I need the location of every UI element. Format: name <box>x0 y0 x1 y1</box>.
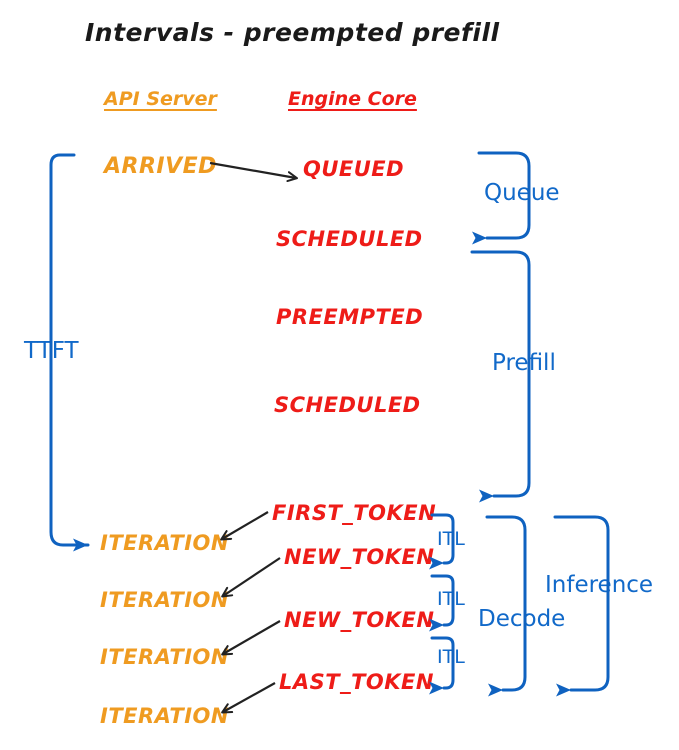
interval-label-itl-1: ITL <box>437 528 465 550</box>
interval-label-queue: Queue <box>484 180 560 206</box>
event-iteration-2: ITERATION <box>100 588 229 612</box>
arrow-new-token-1-to-iteration <box>221 557 281 598</box>
event-first-token: FIRST_TOKEN <box>272 501 437 525</box>
event-new-token-1: NEW_TOKEN <box>284 545 435 569</box>
event-iteration-4: ITERATION <box>100 704 229 728</box>
bracket-inference <box>553 515 610 697</box>
column-header-engine-core: Engine Core <box>288 88 417 110</box>
event-last-token: LAST_TOKEN <box>279 670 434 694</box>
event-arrived: ARRIVED <box>104 154 217 179</box>
event-iteration-1: ITERATION <box>100 531 229 555</box>
arrow-arrived-to-queued <box>209 161 298 183</box>
bracket-decode <box>485 515 527 697</box>
arrow-new-token-2-to-iteration <box>221 620 281 656</box>
column-header-api-server: API Server <box>104 88 217 110</box>
interval-label-ttft: TTFT <box>24 338 79 364</box>
interval-label-itl-3: ITL <box>437 646 465 668</box>
event-scheduled-2: SCHEDULED <box>274 393 421 417</box>
event-queued: QUEUED <box>303 157 405 181</box>
event-new-token-2: NEW_TOKEN <box>284 608 435 632</box>
interval-label-itl-2: ITL <box>437 588 465 610</box>
event-preempted: PREEMPTED <box>276 305 424 329</box>
page-title: Intervals - preempted prefill <box>85 18 500 47</box>
interval-label-prefill: Prefill <box>492 350 556 376</box>
interval-label-inference: Inference <box>545 572 654 598</box>
arrow-last-token-to-iteration <box>221 682 276 714</box>
event-scheduled-1: SCHEDULED <box>276 227 423 251</box>
interval-label-decode: Decode <box>478 606 566 632</box>
event-iteration-3: ITERATION <box>100 645 229 669</box>
